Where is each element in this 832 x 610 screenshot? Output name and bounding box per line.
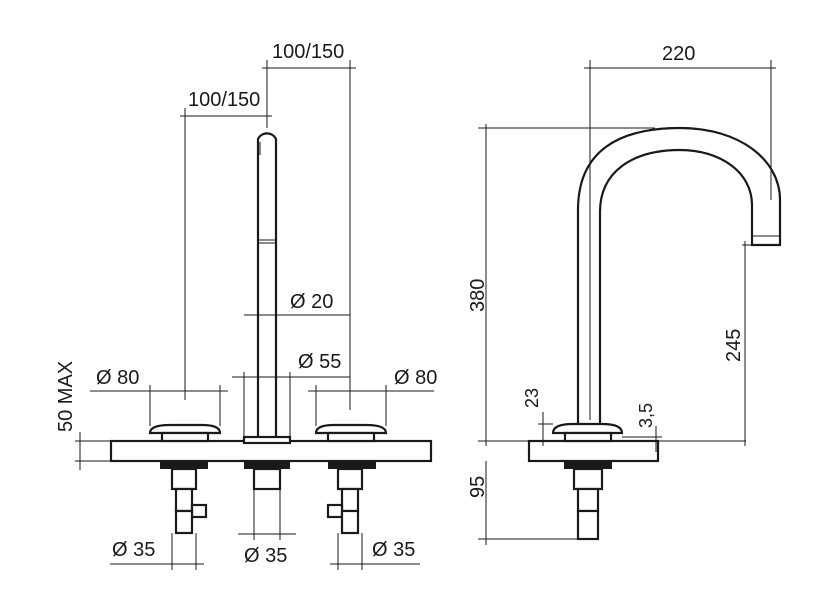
- center-shank-diameter-label: Ø 35: [244, 545, 287, 567]
- spout-reach-label: 220: [662, 43, 695, 65]
- dim-center-shank: Ø 35: [238, 489, 296, 567]
- left-handle: [148, 423, 222, 535]
- escutcheon-thickness-label: 3,5: [636, 403, 656, 428]
- dim-left-handle: Ø 80: [90, 367, 228, 426]
- front-view: 100/150 100/150 Ø 20 Ø 55 Ø 80: [55, 41, 437, 570]
- gooseneck-spout: [576, 126, 782, 430]
- handle-height-label: 23: [522, 388, 542, 408]
- right-handle: [314, 423, 388, 535]
- dim-deck-thickness: 50 MAX: [55, 361, 81, 470]
- right-handle-diameter-label: Ø 80: [394, 367, 437, 389]
- dim-outlet-height: 245: [658, 241, 752, 446]
- left-shank-diameter-label: Ø 35: [112, 539, 155, 561]
- left-handle-diameter-label: Ø 80: [96, 367, 139, 389]
- dim-right-handle: Ø 80: [308, 367, 437, 426]
- dim-below-deck: 95: [467, 461, 578, 545]
- right-shank-diameter-label: Ø 35: [372, 539, 415, 561]
- spout-tube-diameter-label: Ø 20: [290, 291, 333, 313]
- spout-spacing-left-label: 100/150: [188, 89, 260, 111]
- dim-handle-height: 23: [522, 388, 553, 446]
- dim-right-shank: Ø 35: [330, 533, 420, 570]
- side-view: 220 380 95 245 23: [467, 43, 782, 545]
- center-shank: [244, 461, 290, 491]
- dim-spout-base: Ø 55: [232, 351, 350, 437]
- below-deck-depth-label: 95: [467, 476, 489, 498]
- dim-spout-height: 380: [467, 124, 655, 446]
- dim-spout-spacing-left: 100/150: [180, 89, 272, 400]
- side-deck-plate: [527, 439, 660, 463]
- deck-thickness-label: 50 MAX: [55, 361, 77, 432]
- spout-base: [242, 435, 292, 445]
- outlet-height-label: 245: [723, 329, 745, 362]
- dim-spout-tube: Ø 20: [244, 291, 350, 316]
- dim-escutcheon: 3,5: [622, 403, 662, 452]
- spout-base-diameter-label: Ø 55: [298, 351, 341, 373]
- spout-height-label: 380: [467, 279, 489, 312]
- spout-spacing-top-label: 100/150: [272, 41, 344, 63]
- spout-tube: [256, 132, 278, 441]
- dim-spout-spacing-top: 100/150: [262, 41, 356, 410]
- dim-spout-reach: 220: [584, 43, 776, 420]
- dim-left-shank: Ø 35: [110, 533, 204, 570]
